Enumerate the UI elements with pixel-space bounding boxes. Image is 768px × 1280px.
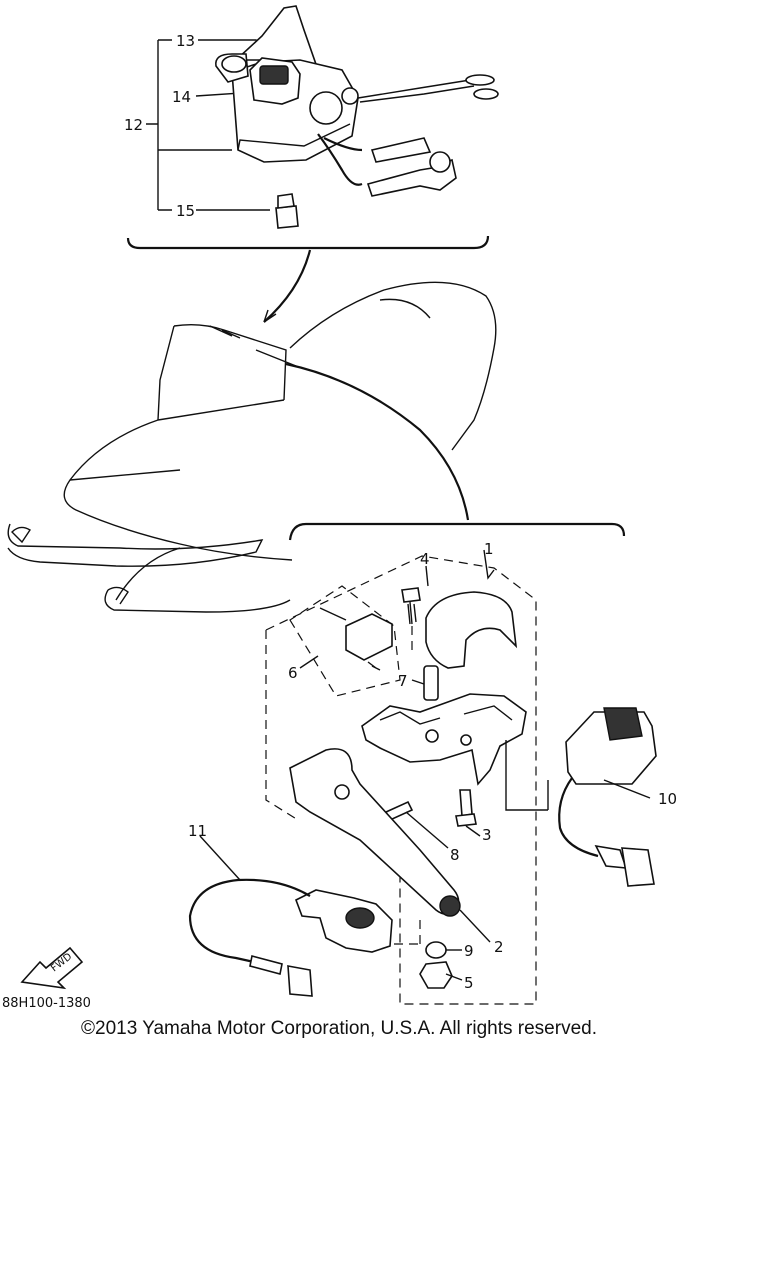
throttle-assembly: 4 1 6 7 10 3 8 11 2 9 5: [188, 540, 677, 1005]
callout-3: 3: [482, 826, 492, 844]
callout-5: 5: [464, 974, 474, 992]
callout-6: 6: [288, 664, 298, 682]
parts-diagram: 13 14 12 15: [2, 5, 677, 1010]
copyright-notice: ©2013 Yamaha Motor Corporation, U.S.A. A…: [81, 1018, 597, 1039]
callout-15: 15: [176, 202, 195, 220]
callout-2: 2: [494, 938, 504, 956]
callout-7: 7: [398, 672, 408, 690]
callout-14: 14: [172, 88, 191, 106]
callout-9: 9: [464, 942, 474, 960]
callout-4: 4: [420, 550, 430, 568]
callout-8: 8: [450, 846, 460, 864]
callout-12: 12: [124, 116, 143, 134]
fwd-arrow-icon: FWD: [20, 946, 84, 990]
callout-13: 13: [176, 32, 195, 50]
callout-11: 11: [188, 822, 207, 840]
drawing-code: 88H100-1380: [2, 996, 91, 1010]
switch-box-assembly: 13 14 12 15: [124, 5, 499, 250]
callout-10: 10: [658, 790, 677, 808]
callout-1: 1: [484, 540, 494, 558]
snowmobile-outline: [7, 249, 626, 613]
